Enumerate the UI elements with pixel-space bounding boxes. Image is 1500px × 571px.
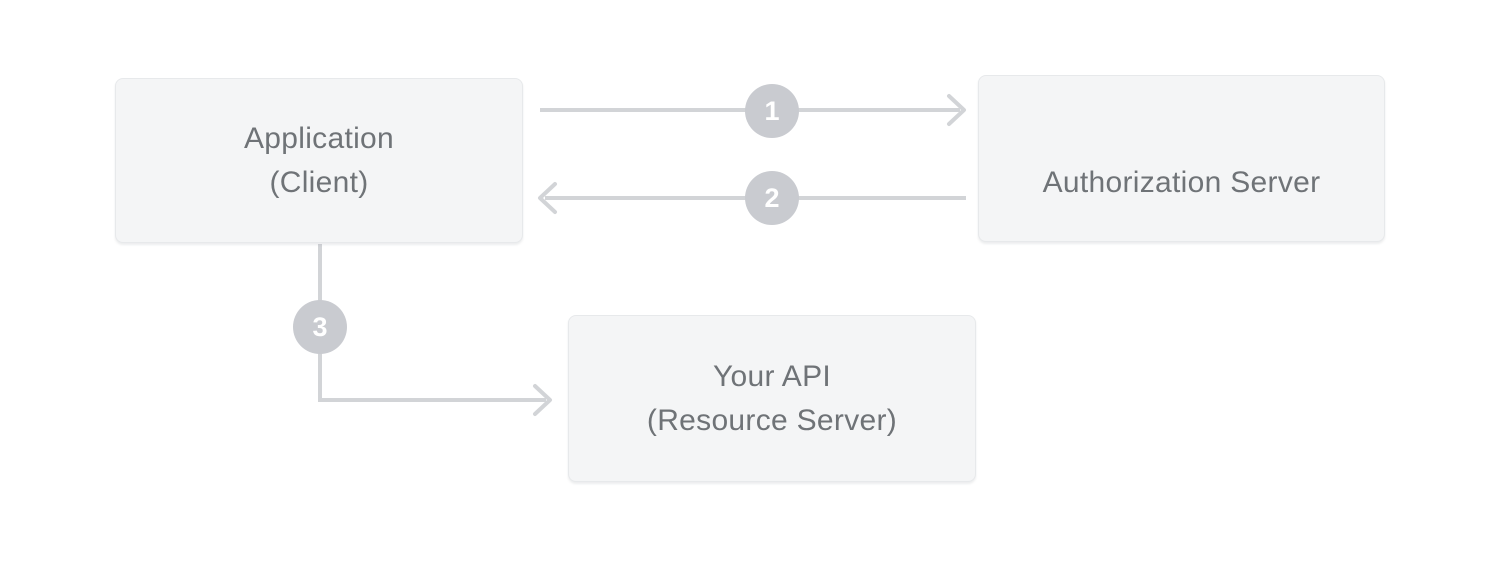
step-badge-3: 3 [293, 300, 347, 354]
arrow-2-head-left-icon [538, 182, 557, 214]
node-your-api-label-line1: Your API [712, 359, 832, 393]
step-badge-1: 1 [745, 84, 799, 138]
arrow-1-head-right-icon [947, 94, 966, 126]
step-badge-2: 2 [745, 171, 799, 225]
node-application-client: Application (Client) [115, 78, 523, 243]
node-your-api-resource-server: Your API (Resource Server) [568, 315, 976, 482]
node-authorization-server: Authorization Server [978, 75, 1385, 242]
node-your-api-label-line2: (Resource Server) [646, 403, 898, 437]
arrow-3-head-right-icon [533, 384, 552, 416]
node-application-label-line1: Application [243, 121, 395, 155]
node-application-label-line2: (Client) [269, 165, 369, 199]
node-authorization-server-label: Authorization Server [1042, 166, 1321, 199]
arrow-3-line [318, 244, 546, 402]
